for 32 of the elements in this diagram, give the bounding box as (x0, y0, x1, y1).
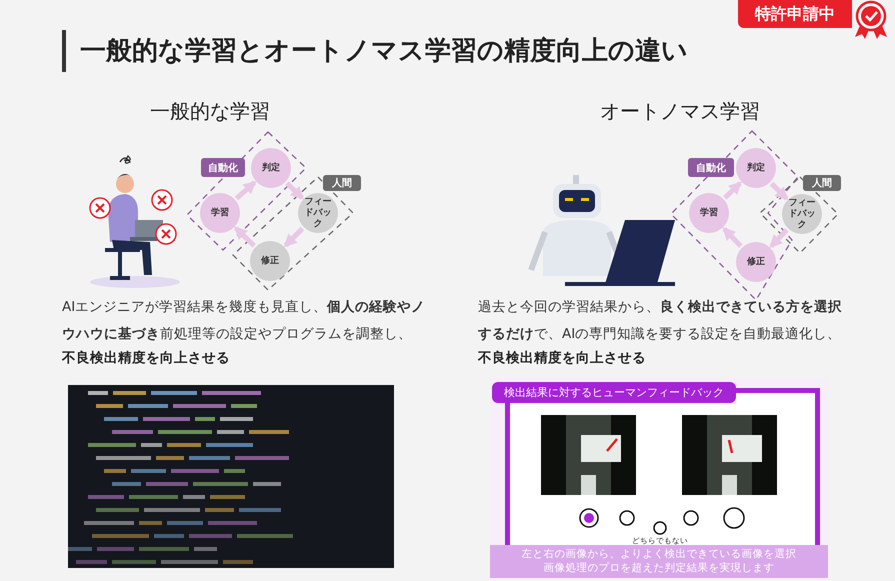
group-tag: 人間 (323, 175, 361, 191)
step-circle: 判定 (736, 148, 776, 188)
arrow (234, 180, 256, 200)
dashed-group (231, 174, 362, 292)
step-circle: 修正 (736, 242, 776, 282)
arrow (770, 182, 788, 200)
group-tag: 人間 (803, 175, 841, 191)
section-heading: 一般的な学習 (149, 98, 271, 125)
caption-text: 左と右の画像から、よりよく検出できている画像を選択 (520, 547, 798, 561)
arrow (284, 226, 304, 248)
status-badge: 特許申請中 (738, 0, 852, 28)
step-circle: フィードバック (782, 194, 822, 234)
group-tag: 自動化 (201, 158, 245, 177)
slide-title: 一般的な学習とオートノマス学習の精度向上の違い (80, 35, 688, 68)
step-circle: 学習 (689, 193, 729, 233)
emphasis-text: 不良検出精度を向上させる (478, 349, 646, 368)
panel-tag: 検出結果に対するヒューマンフィードバック (492, 382, 736, 403)
step-circle: 判定 (251, 148, 291, 188)
arrow (769, 228, 789, 248)
step-circle: フィードバック (298, 193, 338, 233)
arrow (723, 181, 742, 200)
description-text: AIエンジニアが学習結果を幾度も見直し、個人の経験やノウハウに基づき前処理等の設定やプログラムを調整し、 (62, 298, 426, 344)
group-tag: 自動化 (688, 158, 734, 177)
caption-text: 画像処理のプロを超えた判定結果を実現します (542, 561, 776, 575)
description-text: 過去と今回の学習結果から、良く検出できている方を選択するだけで、AIの専門知識を要する設定を自動最適化し、 (478, 298, 843, 344)
section-heading: オートノマス学習 (599, 98, 761, 125)
arrow (285, 181, 304, 200)
step-circle: 学習 (200, 193, 240, 233)
emphasis-text: 不良検出精度を向上させる (62, 349, 230, 368)
arrow (722, 227, 743, 248)
arrow (234, 226, 256, 248)
step-circle: 修正 (250, 241, 290, 281)
